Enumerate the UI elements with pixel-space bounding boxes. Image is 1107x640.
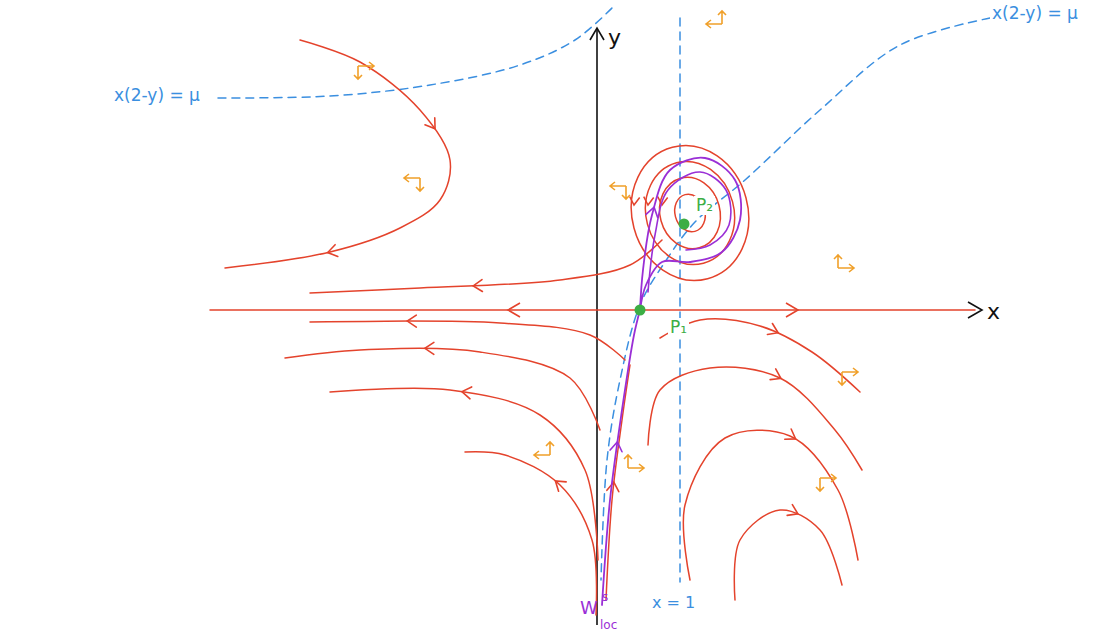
periodic-orbit: [634, 151, 746, 274]
direction-indicator: [706, 11, 726, 28]
axis-arrow: [590, 28, 604, 40]
periodic-orbit: [652, 170, 729, 255]
flow-arrow: [770, 369, 784, 384]
equilibrium-point: [679, 219, 690, 230]
trajectory: [606, 365, 630, 600]
trajectory: [330, 388, 598, 560]
flow-arrow: [326, 245, 337, 259]
flow-arrow: [767, 324, 780, 339]
trajectory: [310, 321, 625, 360]
trajectory: [225, 40, 450, 268]
trajectory: [683, 430, 858, 580]
nullcline-line: [679, 18, 681, 582]
direction-indicator: [534, 442, 554, 459]
flow-arrow: [629, 197, 640, 206]
nullcline-curve: [601, 18, 990, 580]
manifold-label: loc: [598, 619, 619, 632]
line-label: x = 1: [650, 594, 697, 612]
axis-label: y: [606, 26, 623, 50]
direction-indicator: [816, 474, 836, 491]
nullcline-curve: [218, 8, 612, 98]
flow-arrow: [508, 303, 520, 317]
flow-arrow: [425, 118, 440, 132]
flow-arrow: [473, 280, 482, 292]
trajectory: [465, 452, 597, 615]
point-label: P₁: [668, 318, 689, 337]
direction-indicator: [838, 368, 858, 385]
curve-label: x(2-y) = μ: [112, 86, 202, 105]
flow-arrow: [552, 476, 567, 491]
flow-arrow: [407, 315, 416, 327]
manifold-label: s: [600, 591, 610, 604]
trajectory: [648, 367, 862, 470]
homoclinic-loop: [648, 172, 731, 292]
x-axis-trajectory: [210, 309, 975, 311]
direction-indicator: [834, 255, 854, 272]
direction-indicator: [354, 62, 374, 79]
curve-label: x(2-y) = μ: [990, 4, 1080, 23]
flow-arrow: [607, 481, 620, 491]
flow-arrow: [785, 429, 799, 444]
flow-arrow: [461, 386, 472, 399]
flow-arrow: [610, 441, 623, 452]
direction-indicator: [404, 174, 424, 191]
stable-manifold: [602, 310, 640, 605]
homoclinic-loop: [640, 158, 741, 310]
point-label: P₂: [694, 196, 715, 215]
trajectory: [310, 240, 662, 293]
flow-arrow: [787, 505, 800, 520]
flow-arrow: [786, 303, 798, 317]
equilibrium-point: [635, 305, 646, 316]
trajectory: [660, 319, 860, 392]
trajectory: [734, 510, 842, 600]
axis-arrow: [968, 302, 982, 318]
flow-arrow: [425, 342, 434, 354]
axis-label: x: [985, 300, 1002, 324]
direction-indicator: [624, 455, 644, 472]
flow-arrow: [643, 197, 654, 206]
direction-indicator: [610, 182, 630, 199]
manifold-label: W: [578, 598, 600, 618]
